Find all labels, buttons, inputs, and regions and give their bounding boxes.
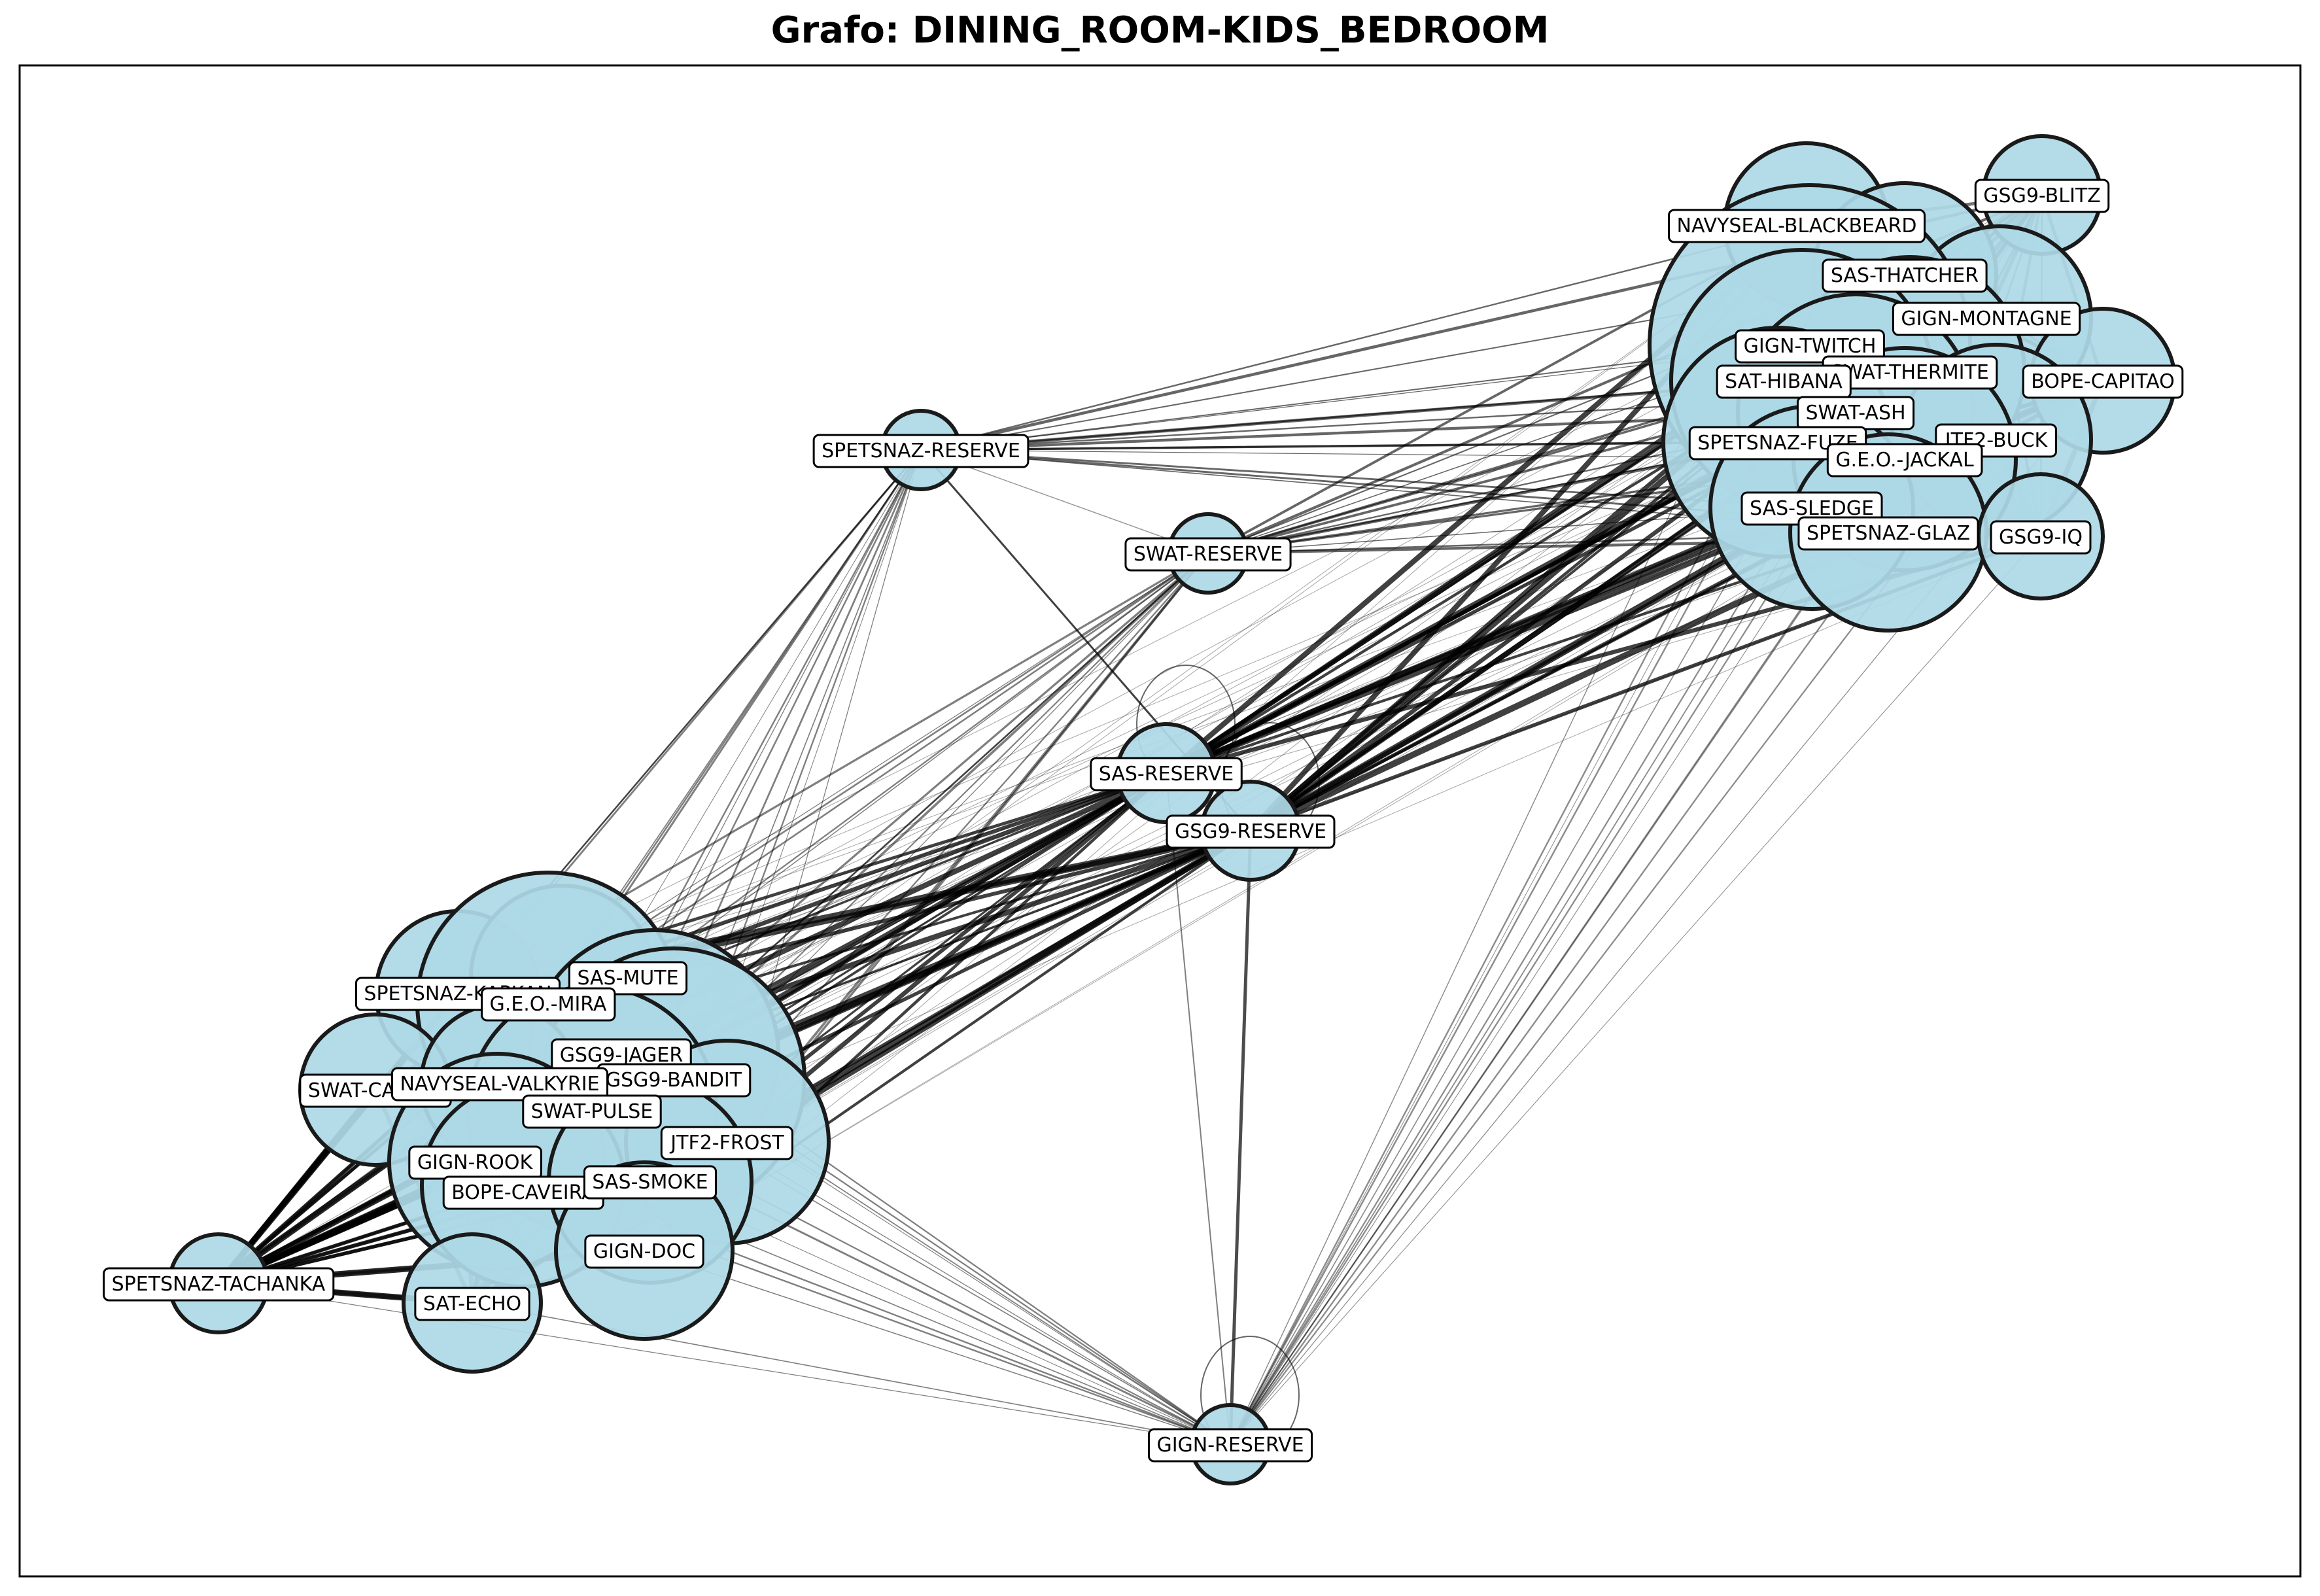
node-label-box: [1166, 814, 1336, 849]
node-label: SPETSNAZ-RESERVE: [822, 440, 1020, 462]
node-label-box: [584, 1234, 704, 1269]
node-label-box: [1822, 258, 1988, 293]
node-label-box: [1668, 209, 1926, 243]
graph-title: Grafo: DINING_ROOM-KIDS_BEDROOM: [770, 9, 1550, 52]
graph-edge: [218, 1283, 1231, 1445]
graph-edge: [1228, 829, 1253, 1446]
graph-edge: [653, 536, 2041, 1055]
node-label: JTF2-FROST: [669, 1132, 784, 1154]
graph-edge: [1166, 772, 1231, 1445]
node-label-box: [1826, 443, 1983, 477]
node-label-box: [583, 1165, 718, 1200]
node-label: G.E.O.-JACKAL: [1835, 449, 1974, 472]
node-label: SPETSNAZ-GLAZ: [1807, 522, 1970, 545]
node-label: SWAT-ASH: [1805, 402, 1905, 425]
node-label-box: [1716, 364, 1852, 399]
node-label: GSG9-BLITZ: [1983, 184, 2100, 207]
graph-edge: [920, 449, 1813, 509]
graph-edge: [1247, 504, 1815, 834]
node-label: SAS-RESERVE: [1099, 763, 1234, 786]
node-label: SAS-SMOKE: [592, 1171, 708, 1194]
graph-edge: [644, 224, 1807, 1251]
node-label-box: [2022, 364, 2184, 399]
node-label: NAVYSEAL-VALKYRIE: [400, 1073, 599, 1096]
node-label: GSG9-JAGER: [560, 1044, 683, 1067]
node-label: GIGN-DOC: [593, 1240, 695, 1263]
node-label: GIGN-ROOK: [417, 1151, 534, 1174]
node-label: GIGN-RESERVE: [1156, 1434, 1304, 1457]
node-label-box: [390, 1067, 609, 1102]
node-label: SAT-ECHO: [423, 1292, 521, 1315]
node-label: SAS-SLEDGE: [1750, 497, 1874, 520]
graph-edge: [472, 1302, 1231, 1445]
node-label-box: [103, 1267, 335, 1302]
graph-edge: [653, 224, 1807, 1055]
node-label: SWAT-PULSE: [531, 1100, 653, 1123]
node-label-box: [812, 434, 1030, 468]
graph-edge: [1229, 531, 1890, 1446]
graph-edge: [653, 442, 1778, 1055]
node-label-box: [1892, 302, 2081, 336]
node-label: SWAT-RESERVE: [1134, 543, 1283, 566]
graph-edge: [561, 552, 1209, 979]
node-label: SAT-HIBANA: [1725, 370, 1843, 393]
graph-edge: [1230, 507, 1812, 1445]
node-label-box: [568, 961, 688, 996]
graph-edge: [457, 536, 2041, 994]
node-label: G.E.O.-MIRA: [490, 993, 607, 1016]
node-label: SWAT-THERMITE: [1831, 361, 1989, 384]
node-label: SAS-MUTE: [577, 967, 678, 990]
node-label-box: [660, 1126, 793, 1160]
node-label-box: [1147, 1428, 1313, 1463]
node-label: SAS-THATCHER: [1831, 264, 1979, 287]
node-label: GSG9-BANDIT: [606, 1069, 742, 1092]
node-label: GSG9-IQ: [1999, 526, 2083, 549]
node-label: GIGN-TWITCH: [1744, 335, 1877, 358]
node-label-box: [414, 1287, 530, 1321]
plot-frame: [18, 64, 2302, 1578]
graph-edge: [1229, 458, 1906, 1446]
node-label-box: [1990, 520, 2092, 555]
node-label: BOPE-CAPITAO: [2031, 370, 2175, 393]
label-layer: GSG9-BLITZ NAVYSEAL-BLACKBEARD SAS-THATCHE…: [103, 179, 2184, 1463]
graph-edge: [1230, 380, 1803, 1445]
graph-edge: [457, 411, 1856, 994]
node-label: NAVYSEAL-BLACKBEARD: [1677, 215, 1917, 237]
node-label: GSG9-RESERVE: [1175, 820, 1326, 843]
graph-edge: [920, 224, 1808, 451]
node-label: GIGN-MONTAGNE: [1901, 307, 2071, 330]
node-label-box: [1124, 537, 1292, 572]
graph-edge: [644, 1250, 1231, 1445]
node-label-box: [1974, 179, 2110, 213]
node-label-box: [481, 987, 616, 1022]
node-label-box: [1797, 516, 1979, 551]
node-label-box: [1735, 329, 1885, 364]
graph-edge: [1230, 536, 2041, 1445]
node-label: SPETSNAZ-TACHANKA: [112, 1273, 326, 1296]
node-label-box: [1090, 757, 1243, 791]
graph-edge: [1229, 441, 1779, 1446]
node-label-box: [522, 1094, 662, 1129]
node-label: BOPE-CAVEIRA: [451, 1181, 595, 1204]
